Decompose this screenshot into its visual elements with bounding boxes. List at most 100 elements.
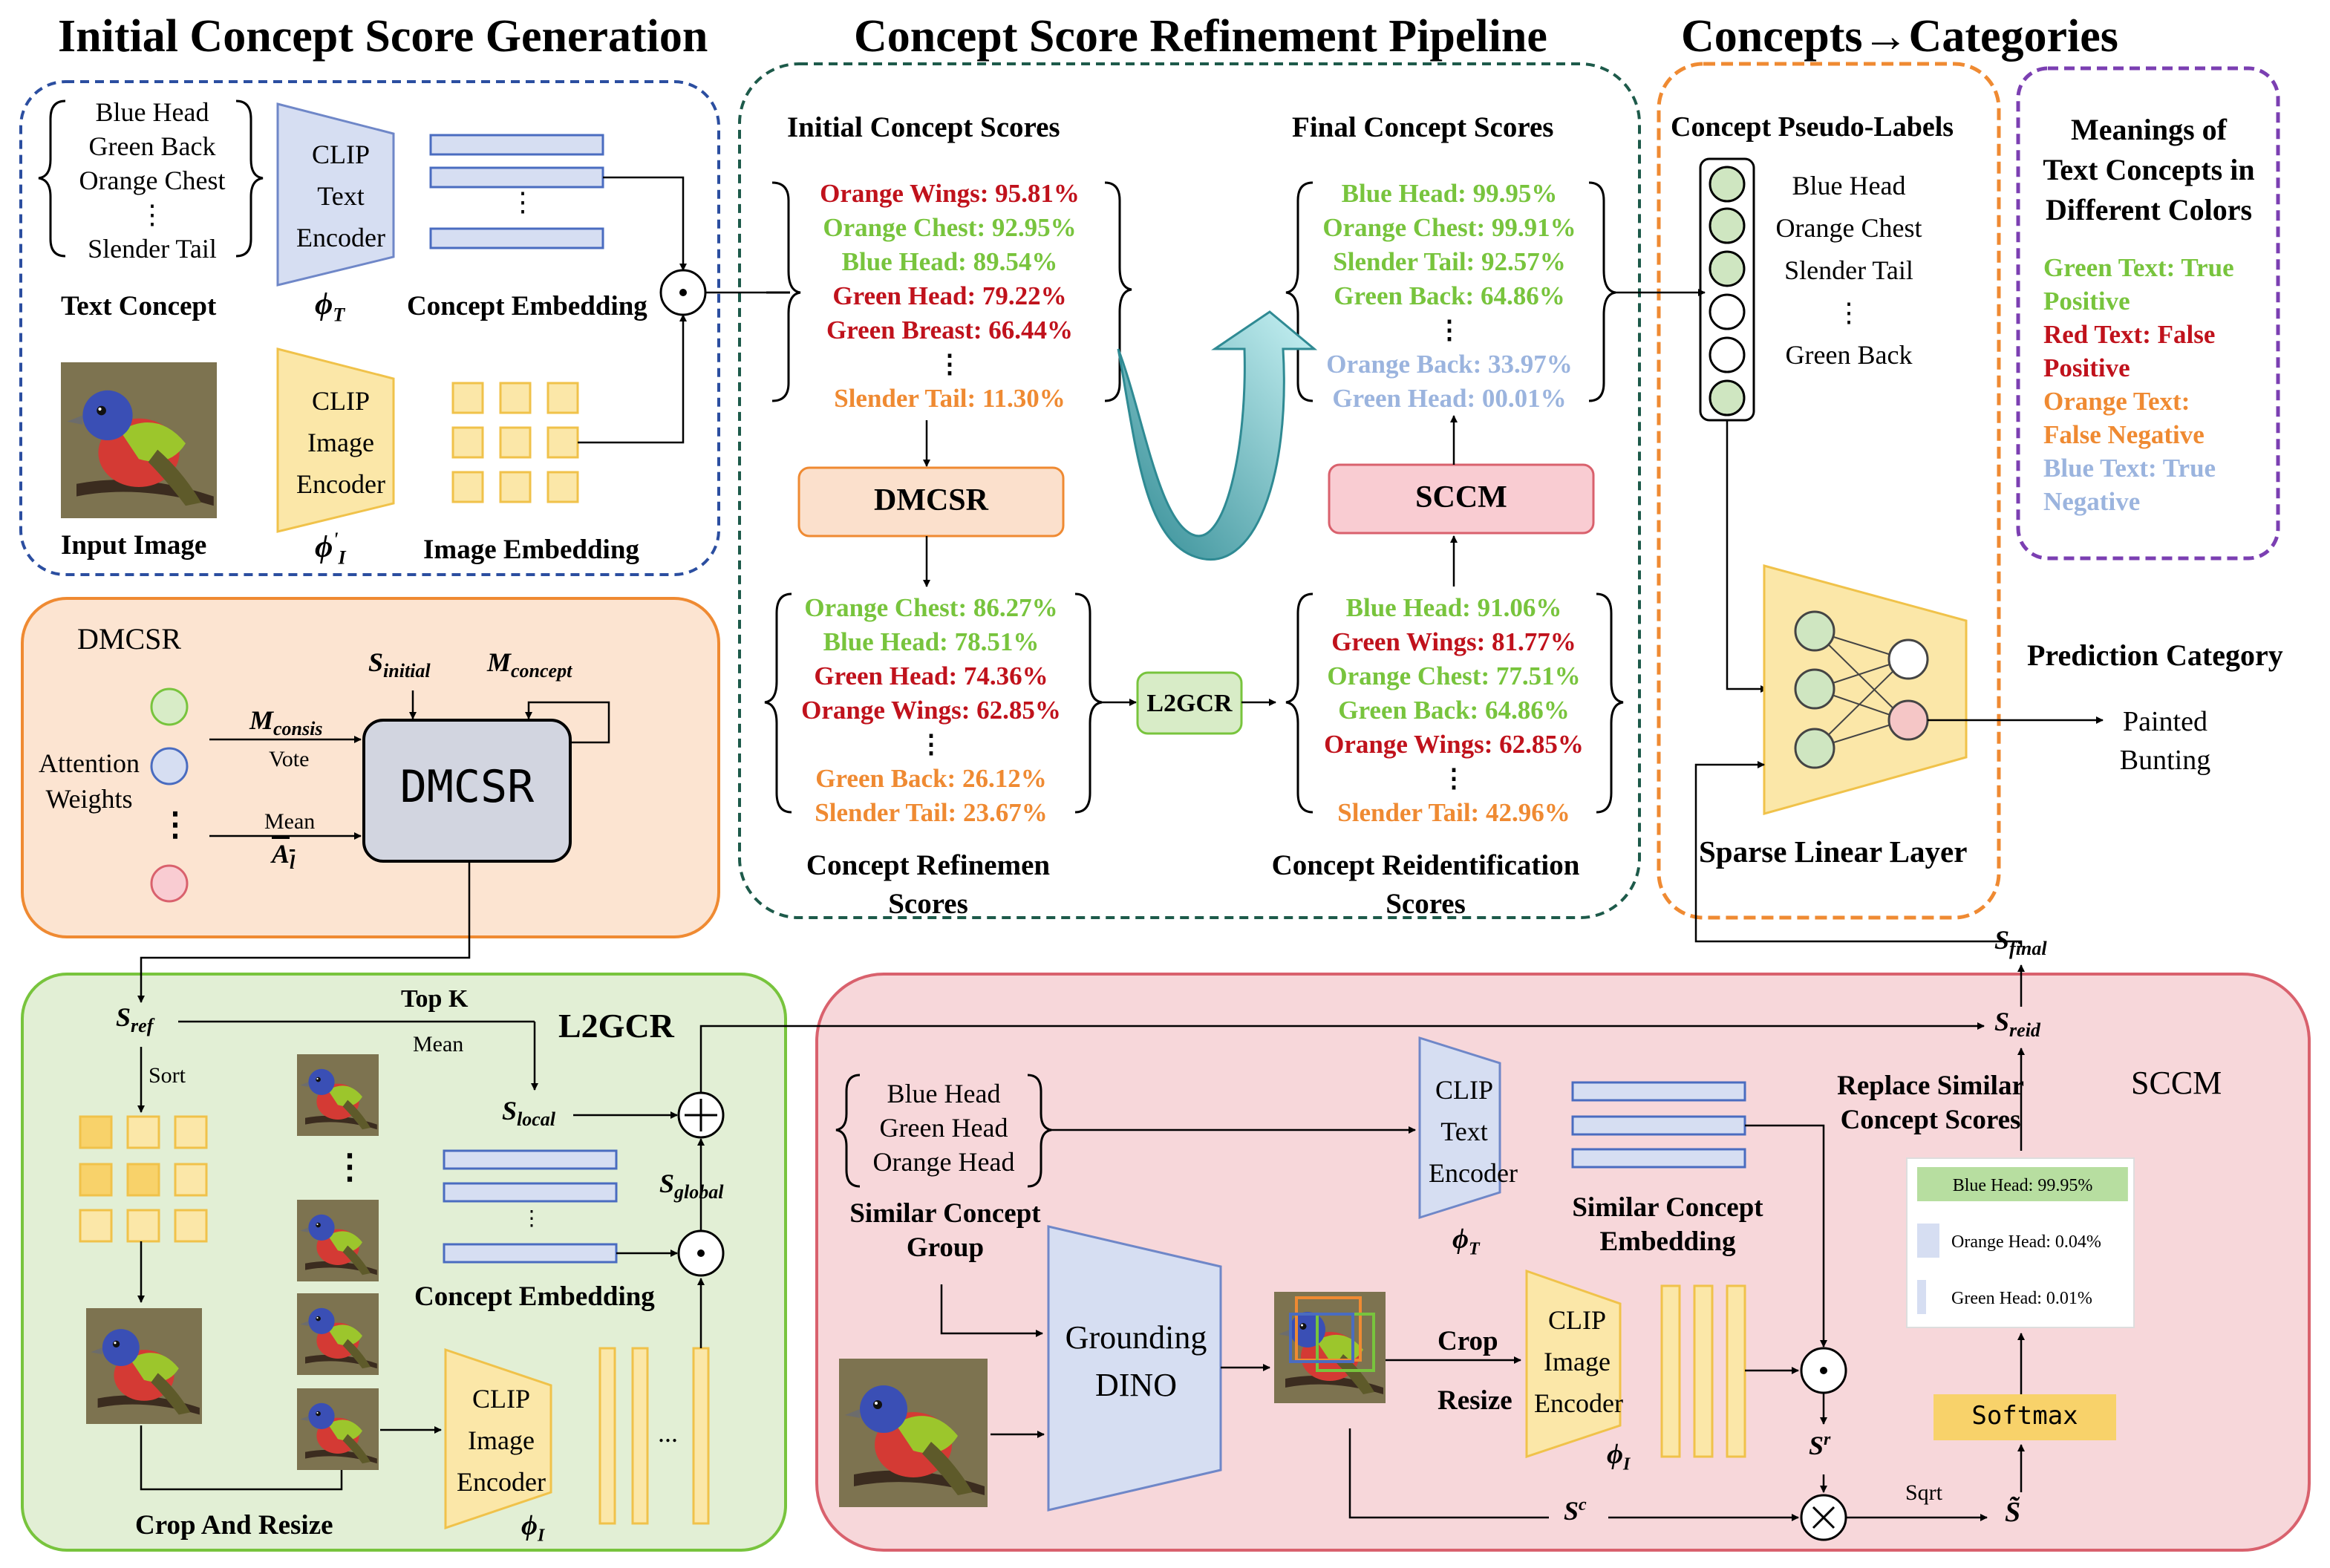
concept-brace-left	[38, 99, 66, 258]
pseudo-label-item: Orange Chest	[1775, 213, 1922, 243]
meaning-item: Blue Text: True Negative	[2043, 454, 2216, 516]
crop-wing	[297, 1293, 379, 1375]
final-score-item: Slender Tail: 92.57%	[1333, 247, 1566, 276]
concept-embedding-bar	[429, 227, 604, 249]
crop-head	[297, 1054, 379, 1136]
text-concept-item: ⋮	[139, 200, 166, 229]
a-l-symbol: Al	[272, 839, 296, 874]
s-initial-symbol: Sinitial	[368, 647, 431, 682]
final-score-item: Green Head: 00.01%	[1332, 384, 1567, 413]
meaning-item: Red Text: False Positive	[2043, 320, 2216, 382]
initial-score-item: Blue Head: 89.54%	[841, 247, 1058, 276]
vote-label: Vote	[269, 747, 310, 771]
sccm-clip-image-label: CLIP Image Encoder	[1534, 1305, 1623, 1418]
header-categories: Concepts→Categories	[1681, 11, 2118, 62]
meaning-item: Green Text: True Positive	[2043, 253, 2234, 316]
s-ref-symbol: Sref	[116, 1002, 154, 1037]
initial-score-item: Slender Tail: 11.30%	[834, 384, 1066, 413]
refine-score-item: Slender Tail: 23.67%	[815, 798, 1048, 827]
l2gcr-feature-ellipsis: ...	[658, 1418, 678, 1448]
similar-concept-item: Orange Head	[872, 1147, 1015, 1177]
s-c-symbol: Sc	[1564, 1495, 1587, 1526]
refine-scores-title: Concept Refinemen Scores	[806, 849, 1051, 920]
final-score-item: Blue Head: 99.95%	[1341, 179, 1558, 208]
attention-dots: ⋮	[159, 806, 192, 843]
s-local-symbol: Slocal	[502, 1096, 556, 1131]
score-bar	[1917, 1224, 1939, 1258]
refine-score-item: Orange Wings: 62.85%	[801, 696, 1061, 725]
clip-image-encoder-shape	[276, 347, 395, 533]
input-image-label: Input Image	[61, 530, 207, 561]
s-global-symbol: Sglobal	[659, 1169, 724, 1203]
reid-scores-list: Blue Head: 91.06%Green Wings: 81.77%Oran…	[1305, 591, 1602, 830]
resize-label: Resize	[1438, 1385, 1512, 1416]
initial-score-item: Green Head: 79.22%	[832, 281, 1067, 310]
l2gcr-phi-i-symbol: ϕI	[521, 1510, 545, 1546]
m-concept-symbol: Mconcept	[487, 647, 572, 682]
text-concept-item: Slender Tail	[88, 234, 217, 264]
score-bar	[1917, 1280, 1926, 1314]
sccm-input-bird	[839, 1359, 988, 1507]
crop-body	[297, 1200, 379, 1281]
similar-embedding-label: Similar Concept Embedding	[1572, 1192, 1763, 1257]
grounding-dino-shape	[1047, 1225, 1222, 1512]
prediction-value: Painted Bunting	[2119, 706, 2211, 776]
phi-t-symbol: ϕT	[315, 287, 345, 326]
sccm-clip-text-label: CLIP Text Encoder	[1429, 1075, 1518, 1188]
sccm-phi-i-symbol: ϕI	[1607, 1439, 1631, 1474]
dmcsr-box-label: DMCSR	[874, 483, 988, 517]
clip-text-encoder-shape	[276, 102, 395, 287]
sccm-panel-title: SCCM	[2131, 1065, 2222, 1101]
concept-embedding-bar	[429, 166, 604, 189]
final-scores-list: Blue Head: 99.95% Orange Chest: 99.91% Sle…	[1308, 177, 1590, 416]
s-reid-symbol: Sreid	[1994, 1007, 2040, 1042]
reid-score-item: Slender Tail: 42.96%	[1337, 798, 1570, 827]
softmax-label: Softmax	[1971, 1401, 2078, 1431]
initial-score-item: Orange Chest: 92.95%	[823, 213, 1077, 242]
dmcsr-core-label: DMCSR	[399, 761, 535, 813]
l2gcr-clip-image-label: CLIP Image Encoder	[457, 1384, 546, 1497]
prediction-category-title: Prediction Category	[2027, 638, 2283, 672]
header-refinement: Concept Score Refinement Pipeline	[854, 11, 1547, 62]
reid-score-item: Orange Chest: 77.51%	[1327, 662, 1581, 690]
sort-label: Sort	[149, 1063, 186, 1088]
initial-scores-title: Initial Concept Scores	[787, 111, 1060, 143]
text-concept-item: Green Back	[88, 131, 216, 161]
meanings-title: Meanings of Text Concepts in Different C…	[2043, 113, 2255, 226]
dmcsr-panel-title: DMCSR	[77, 622, 182, 656]
s-r-symbol: Sr	[1809, 1430, 1831, 1460]
dmcsr-core-box	[362, 719, 572, 863]
crop-tail	[297, 1388, 379, 1470]
attention-weights-label: Attention Weights	[39, 748, 140, 814]
softmax-box	[1933, 1394, 2116, 1440]
pseudo-label-item: ⋮	[1835, 298, 1862, 327]
refine-score-item: Green Back: 26.12%	[815, 764, 1047, 793]
initial-panel-border	[19, 80, 720, 576]
pseudo-label-item: Blue Head	[1792, 171, 1906, 200]
final-score-item: Orange Back: 33.97%	[1326, 350, 1573, 379]
refine-score-item: Green Head: 74.36%	[814, 662, 1048, 690]
similar-concept-item: Green Head	[879, 1113, 1008, 1143]
sccm-clip-image-encoder	[1525, 1269, 1622, 1459]
pseudo-label-item: Slender Tail	[1784, 255, 1913, 285]
text-concept-item: Blue Head	[95, 97, 209, 127]
similar-group-label: Similar Concept Group	[849, 1198, 1041, 1263]
l2gcr-concept-embedding-label: Concept Embedding	[414, 1281, 655, 1312]
top-k-label: Top K	[401, 985, 469, 1013]
final-score-item: Orange Chest: 99.91%	[1322, 213, 1576, 242]
crop-and-resize-label: Crop And Resize	[135, 1510, 333, 1541]
score-bar	[1917, 1167, 2128, 1201]
reid-score-item: Green Wings: 81.77%	[1331, 627, 1576, 656]
sccm-box-label: SCCM	[1415, 480, 1507, 514]
crop-label: Crop	[1438, 1326, 1498, 1356]
score-bar-label: Green Head: 0.01%	[1951, 1289, 2092, 1308]
final-score-item: Green Back: 64.86%	[1334, 281, 1565, 310]
reid-score-item: Green Back: 64.86%	[1338, 696, 1570, 725]
l2gcr-panel	[21, 973, 787, 1552]
l2gcr-embedding-dots: ⋮	[521, 1207, 542, 1230]
image-embedding-label: Image Embedding	[423, 535, 639, 565]
